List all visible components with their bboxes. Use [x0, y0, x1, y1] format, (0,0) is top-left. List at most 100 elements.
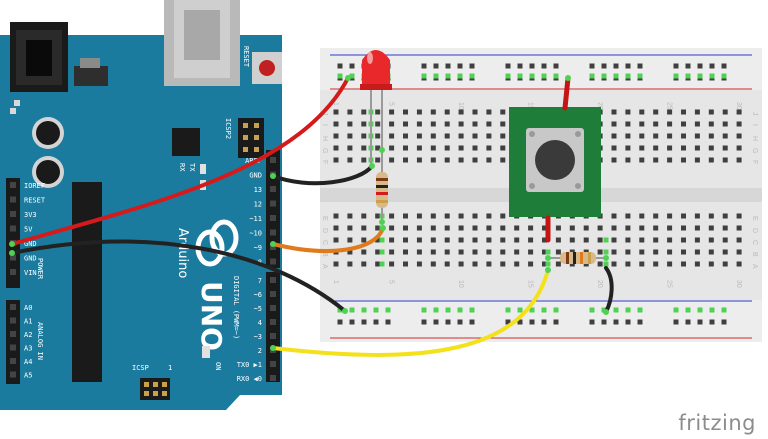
rail-connected-hole: [457, 73, 463, 79]
breadboard-hole: [486, 261, 492, 267]
rail-connected-hole: [445, 73, 451, 79]
digital-pin: [270, 375, 276, 381]
breadboard-hole: [333, 121, 339, 127]
breadboard-hole: [611, 261, 617, 267]
breadboard-hole: [611, 157, 617, 163]
breadboard-hole: [403, 237, 408, 243]
breadboard-hole: [486, 157, 492, 163]
rail-hole: [529, 319, 535, 325]
breadboard-hole: [681, 133, 686, 139]
rail-connected-hole: [589, 73, 595, 79]
digital-pin-label: TX0 ▶1: [237, 361, 262, 369]
rail-connected-hole: [517, 307, 523, 313]
rail-hole: [445, 63, 451, 69]
breadboard-hole: [694, 133, 700, 139]
breadboard-hole: [486, 237, 492, 243]
rail-hole: [529, 63, 535, 69]
breadboard-hole: [347, 225, 353, 231]
breadboard-hole: [611, 145, 617, 151]
connected-hole: [603, 237, 609, 243]
breadboard-hole: [416, 109, 422, 115]
analog-pin-label: A2: [24, 331, 32, 339]
rail-connected-hole: [601, 73, 607, 79]
breadboard-hole: [611, 109, 617, 115]
breadboard-hole: [667, 249, 673, 255]
breadboard-hole: [694, 109, 700, 115]
breadboard-hole: [736, 261, 742, 267]
breadboard-hole: [736, 213, 742, 219]
breadboard-hole: [375, 213, 381, 219]
rail-connected-hole: [613, 307, 619, 313]
breadboard-hole: [625, 261, 631, 267]
digital-pin: [270, 229, 276, 236]
breadboard-hole: [333, 145, 339, 151]
breadboard-row-letter: B: [321, 252, 328, 257]
breadboard-hole: [430, 145, 436, 151]
rail-hole: [349, 63, 355, 69]
breadboard-hole: [403, 157, 408, 163]
rail-connected-hole: [457, 307, 463, 313]
breadboard-hole: [653, 157, 659, 163]
breadboard-hole: [611, 133, 617, 139]
breadboard-column-number: 10: [457, 102, 464, 110]
breadboard-hole: [625, 133, 631, 139]
breadboard-hole: [722, 121, 728, 127]
wire-black-resistor-gnd: [604, 266, 614, 314]
atmega-chip: [72, 182, 102, 382]
digital-pin-label: RX0 ◀0: [237, 375, 262, 383]
power-pin: [10, 196, 16, 203]
wire-black-gnd-arduino: [10, 239, 347, 313]
breadboard-hole: [667, 145, 673, 151]
rail-connected-hole: [541, 73, 547, 79]
breadboard-hole: [681, 157, 686, 163]
breadboard-hole: [708, 237, 714, 243]
breadboard-hole: [681, 237, 686, 243]
wire-end-dots: [9, 75, 609, 351]
rail-hole: [589, 319, 595, 325]
breadboard-hole: [403, 213, 408, 219]
breadboard-column-number: 15: [527, 102, 534, 110]
power-pin: [10, 211, 16, 217]
breadboard-hole: [486, 213, 492, 219]
rail-hole: [517, 319, 523, 325]
breadboard-column-number: 30: [735, 102, 742, 110]
left-pads: [10, 100, 20, 114]
rail-hole: [433, 319, 439, 325]
breadboard-column-number: 5: [388, 102, 395, 106]
breadboard-hole: [667, 261, 673, 267]
breadboard-hole: [361, 261, 367, 267]
breadboard-hole: [430, 109, 436, 115]
breadboard-hole: [542, 225, 547, 231]
breadboard-row-letter: J: [321, 112, 328, 116]
breadboard-hole: [694, 213, 700, 219]
rail-connected-hole: [433, 307, 439, 313]
breadboard-hole: [667, 109, 673, 115]
breadboard-hole: [639, 133, 645, 139]
breadboard-hole: [639, 213, 645, 219]
breadboard-hole: [653, 213, 659, 219]
digital-header-label: DIGITAL (PWM=~): [232, 276, 240, 339]
breadboard-hole: [389, 109, 395, 115]
power-pin-label: GND: [24, 240, 37, 248]
rail-connected-hole: [541, 307, 547, 313]
rail-connected-hole: [445, 307, 451, 313]
breadboard-hole: [639, 157, 645, 163]
breadboard-hole: [416, 157, 422, 163]
breadboard-hole: [375, 145, 381, 151]
digital-pin: [270, 258, 276, 265]
breadboard-hole: [375, 157, 381, 163]
breadboard-hole: [361, 121, 367, 127]
analog-pin: [10, 304, 16, 310]
breadboard-hole: [472, 237, 478, 243]
breadboard-hole: [444, 213, 450, 219]
breadboard-hole: [667, 237, 673, 243]
breadboard-hole: [347, 249, 353, 255]
rail-hole: [685, 319, 691, 325]
breadboard-hole: [375, 121, 381, 127]
breadboard-hole: [653, 225, 659, 231]
breadboard-hole: [430, 237, 436, 243]
breadboard-hole: [653, 121, 659, 127]
breadboard-hole: [583, 225, 589, 231]
breadboard-hole: [722, 249, 728, 255]
